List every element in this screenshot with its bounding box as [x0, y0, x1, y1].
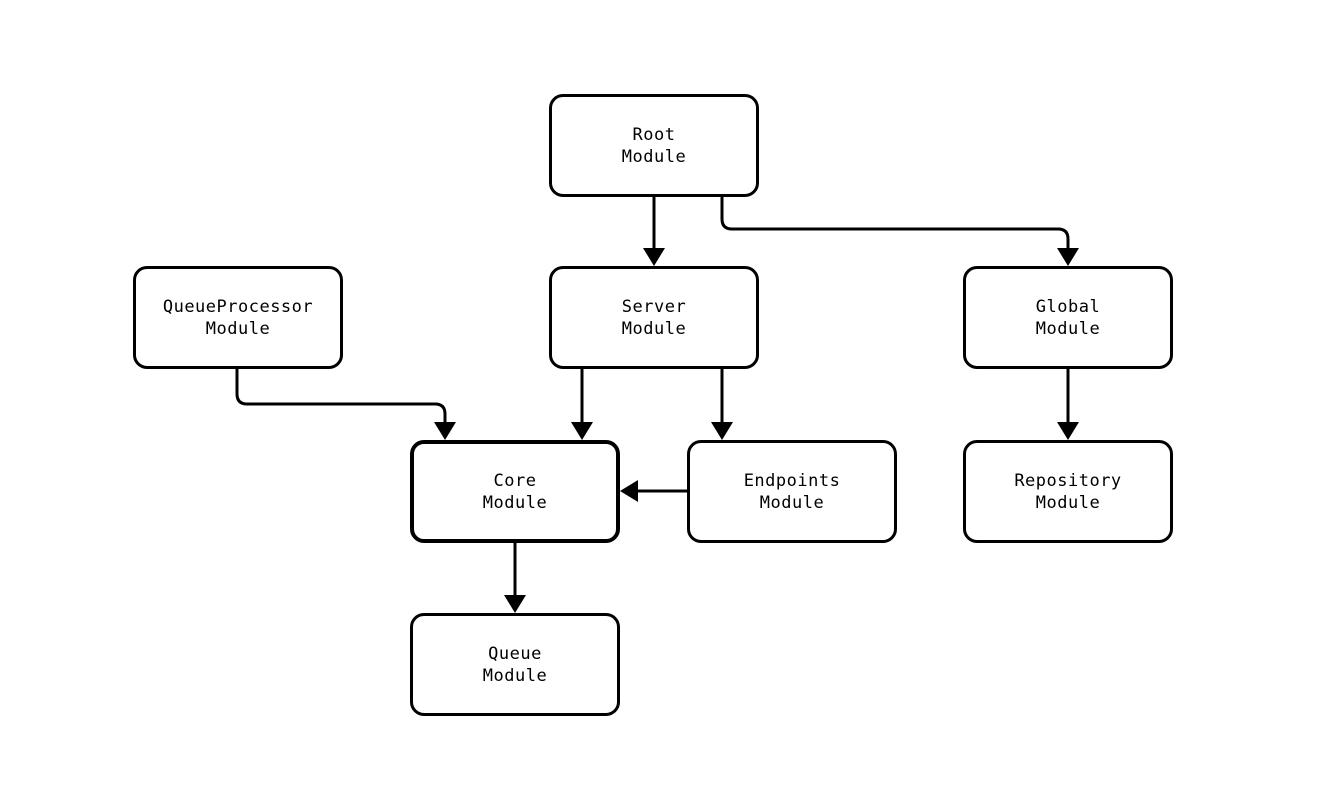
node-label-primary: QueueProcessor — [162, 296, 314, 317]
node-label-secondary: Module — [482, 665, 548, 686]
node-label-secondary: Module — [482, 492, 548, 513]
node-label-primary: Root — [632, 124, 676, 145]
node-label-secondary: Module — [1035, 492, 1101, 513]
node-label-primary: Global — [1035, 296, 1101, 317]
edge-arrowhead — [620, 480, 638, 502]
node-label-primary: Queue — [488, 643, 542, 664]
node-label-secondary: Module — [1035, 318, 1101, 339]
edge-server-to-endpoints — [711, 369, 733, 440]
edge-line — [235, 369, 447, 431]
node-label-primary: Endpoints — [743, 470, 841, 491]
node-label-secondary: Module — [621, 146, 687, 167]
edge-global-to-repository — [1057, 369, 1079, 440]
edge-endpoints-to-core — [620, 480, 687, 502]
edge-arrowhead — [711, 422, 733, 440]
edge-root-to-global — [720, 197, 1079, 266]
edge-arrowhead — [571, 422, 593, 440]
edge-server-to-core — [571, 369, 593, 440]
edge-core-to-queue — [504, 543, 526, 613]
edge-queueprocessor-to-core — [235, 369, 456, 440]
edge-arrowhead — [1057, 422, 1079, 440]
edge-line — [720, 197, 1070, 257]
node-label-primary: Server — [621, 296, 687, 317]
edge-arrowhead — [1057, 248, 1079, 266]
edge-arrowhead — [643, 248, 665, 266]
node-label-secondary: Module — [621, 318, 687, 339]
node-label-secondary: Module — [205, 318, 271, 339]
edge-root-to-server — [643, 197, 665, 266]
node-label-primary: Core — [493, 470, 537, 491]
edge-arrowhead — [434, 422, 456, 440]
edge-arrowhead — [504, 595, 526, 613]
node-label-secondary: Module — [759, 492, 825, 513]
node-label-primary: Repository — [1014, 470, 1122, 491]
